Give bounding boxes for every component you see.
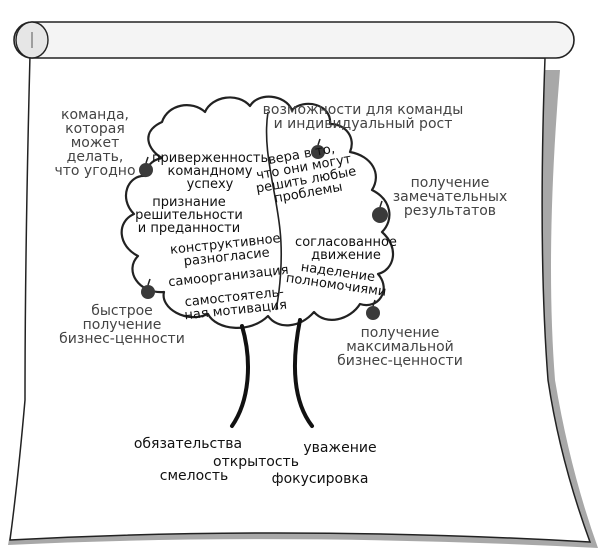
label-team: команда, которая может делать, что угодн… xyxy=(54,107,136,179)
value-respect: уважение xyxy=(303,440,377,456)
value-courage: смелость xyxy=(159,468,229,484)
label-remarkable-results: получение замечательных результатов xyxy=(392,175,508,219)
paper-roll xyxy=(13,21,575,59)
crown-aligned: согласованное движение xyxy=(295,235,397,263)
label-max-value: получение максимальной бизнес-ценности xyxy=(337,325,463,369)
apple-icon xyxy=(141,278,155,299)
crown-recognition: признание решительности и преданности xyxy=(135,195,243,236)
apple-icon xyxy=(139,156,153,177)
value-openness: открытость xyxy=(213,454,299,470)
apple-icon xyxy=(311,138,325,159)
tree-crown xyxy=(120,95,394,329)
label-opportunities: возможности для команды и индивидуальный… xyxy=(262,102,464,132)
crown-commitment: приверженность командному успеху xyxy=(152,151,269,192)
value-commitment: обязательства xyxy=(133,436,243,452)
apple-icon xyxy=(372,200,388,223)
value-focus: фокусировка xyxy=(271,471,369,487)
paper-sheet xyxy=(9,54,592,543)
tree-trunk-left xyxy=(230,324,250,428)
tree-trunk-right xyxy=(293,318,314,428)
crown-divider xyxy=(265,111,282,311)
label-fast-value: быстрое получение бизнес-ценности xyxy=(59,303,185,347)
apple-icon xyxy=(366,299,380,320)
